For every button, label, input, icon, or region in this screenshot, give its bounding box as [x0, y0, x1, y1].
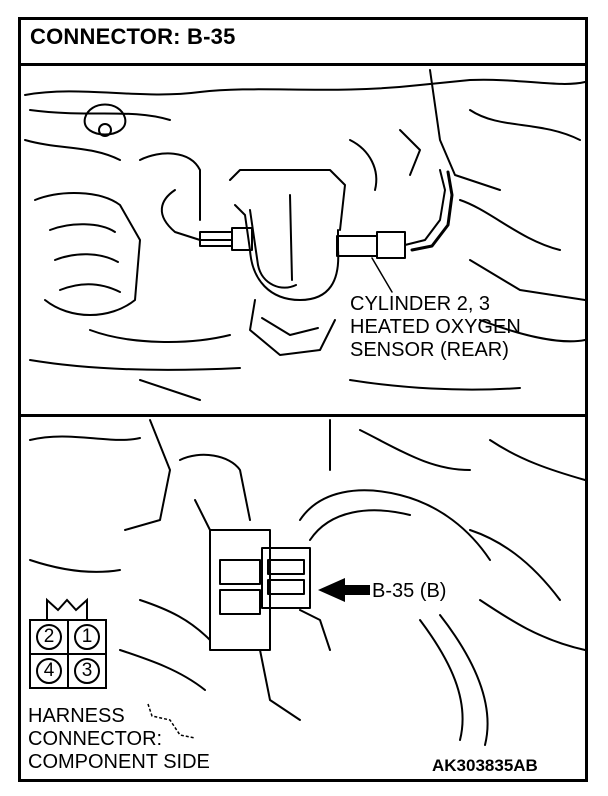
sensor-callout-line-1: CYLINDER 2, 3 — [350, 293, 491, 315]
title-divider — [18, 63, 588, 66]
pin-2: 2 — [43, 626, 55, 647]
section-divider — [18, 414, 588, 417]
page-title: CONNECTOR: B-35 — [30, 24, 236, 49]
diagram-frame — [18, 17, 588, 782]
pin-3: 3 — [81, 660, 93, 681]
figure-code: AK303835AB — [432, 756, 538, 775]
pin-4: 4 — [43, 660, 55, 681]
connector-callout: B-35 (B) — [372, 580, 447, 602]
connector-pointer-arrow — [318, 578, 345, 602]
harness-label-line-1: HARNESS — [28, 705, 125, 727]
pin-diagram — [29, 597, 107, 689]
harness-label-line-2: CONNECTOR: — [28, 728, 163, 750]
harness-label-line-3: COMPONENT SIDE — [28, 751, 210, 773]
sensor-callout-line-2: HEATED OXYGEN — [350, 316, 521, 338]
sensor-callout-line-3: SENSOR (REAR) — [350, 339, 509, 361]
pin-1: 1 — [81, 626, 93, 647]
